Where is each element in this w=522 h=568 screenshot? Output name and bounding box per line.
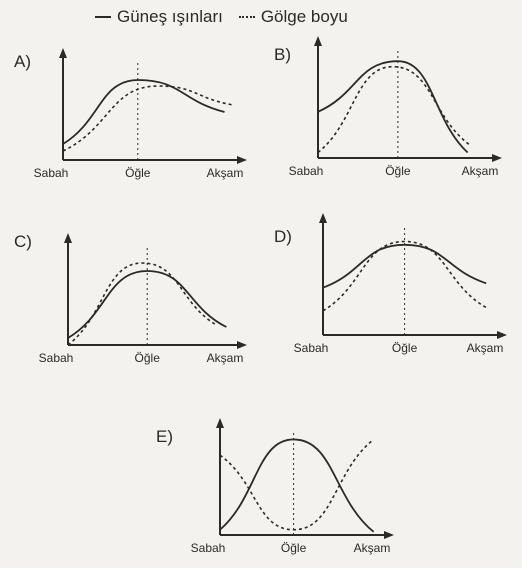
dotted-line-swatch xyxy=(238,16,255,18)
y-axis-arrow-icon xyxy=(216,418,224,428)
tick-label-noon: Öğle xyxy=(135,351,161,365)
shadow-length-curve xyxy=(67,262,217,346)
sun-rays-curve xyxy=(67,270,227,339)
y-axis-arrow-icon xyxy=(64,233,72,243)
shadow-length-curve xyxy=(62,85,234,152)
y-axis-arrow-icon xyxy=(59,48,67,58)
option-b-graph[interactable]: B) Sabah Öğle Akşam xyxy=(268,36,508,188)
shadow-length-curve xyxy=(317,65,472,154)
x-axis-arrow-icon xyxy=(237,341,247,349)
option-e-graph[interactable]: E) Sabah Öğle Akşam xyxy=(150,418,394,568)
tick-label-evening: Akşam xyxy=(467,341,504,355)
tick-label-morning: Sabah xyxy=(39,351,74,365)
shadow-length-curve xyxy=(322,240,487,312)
option-e-label: E) xyxy=(156,427,173,446)
tick-label-morning: Sabah xyxy=(289,164,324,178)
tick-label-noon: Öğle xyxy=(125,166,151,180)
shadow-length-curve xyxy=(219,438,375,531)
tick-label-evening: Akşam xyxy=(207,166,244,180)
option-d-graph[interactable]: D) Sabah Öğle Akşam xyxy=(268,213,508,370)
tick-label-noon: Öğle xyxy=(385,164,411,178)
tick-label-noon: Öğle xyxy=(392,341,418,355)
x-axis-arrow-icon xyxy=(384,531,394,539)
legend: Güneş ışınları Gölge boyu xyxy=(95,6,435,28)
sun-rays-curve xyxy=(317,60,469,154)
y-axis-arrow-icon xyxy=(314,36,322,46)
tick-label-morning: Sabah xyxy=(294,341,329,355)
y-axis-arrow-icon xyxy=(319,213,327,223)
legend-sun-label: Güneş ışınları xyxy=(117,7,223,26)
tick-label-morning: Sabah xyxy=(34,166,69,180)
solid-line-swatch xyxy=(95,16,111,18)
legend-sun-item: Güneş ışınları xyxy=(95,7,223,27)
tick-label-evening: Akşam xyxy=(354,541,391,555)
sun-rays-curve xyxy=(322,243,487,289)
option-d-label: D) xyxy=(274,227,292,246)
x-axis-arrow-icon xyxy=(237,156,247,164)
option-c-label: C) xyxy=(14,232,32,251)
tick-label-morning: Sabah xyxy=(191,541,226,555)
option-c-graph[interactable]: C) Sabah Öğle Akşam xyxy=(8,225,253,375)
option-b-label: B) xyxy=(274,45,291,64)
sun-rays-curve xyxy=(219,438,375,533)
legend-shadow-item: Gölge boyu xyxy=(238,7,348,27)
legend-shadow-label: Gölge boyu xyxy=(260,7,348,26)
sun-rays-curve xyxy=(62,79,225,145)
option-a-label: A) xyxy=(14,52,31,71)
tick-label-evening: Akşam xyxy=(207,351,244,365)
x-axis-arrow-icon xyxy=(497,331,507,339)
tick-label-evening: Akşam xyxy=(462,164,499,178)
x-axis-arrow-icon xyxy=(492,154,502,162)
option-a-graph[interactable]: A) Sabah Öğle Akşam xyxy=(8,45,253,195)
tick-label-noon: Öğle xyxy=(281,541,307,555)
